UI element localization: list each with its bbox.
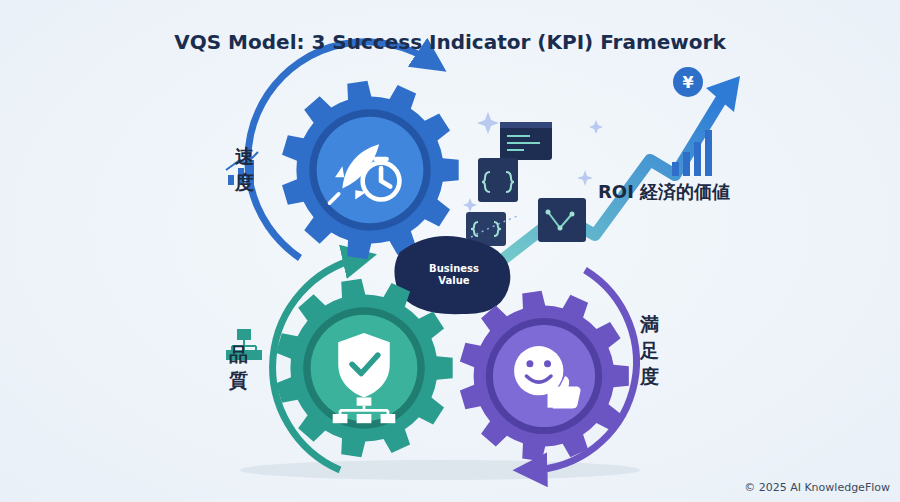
satisfaction-gear: 満足度 [456, 288, 632, 464]
roi-label: ROI 経済的価値 [598, 180, 730, 204]
shadow [240, 460, 640, 480]
value-hub: Business Value [392, 232, 516, 318]
copyright: © 2025 AI KnowledgeFlow [744, 481, 890, 494]
speed-gear: 速度 [278, 78, 462, 262]
diagram-title: VQS Model: 3 Success Indicator (KPI) Fra… [0, 30, 900, 54]
kpi-label: 品質 [229, 342, 248, 394]
yen-symbol: ¥ [682, 73, 693, 92]
gear-shape [278, 78, 462, 262]
kpi-label: 満足度 [640, 312, 659, 390]
yen-coin [673, 67, 703, 97]
gear-shape [272, 276, 456, 460]
arrowhead [706, 76, 740, 112]
quality-gear: 品質 [272, 276, 456, 460]
code-window [466, 122, 586, 246]
gear-shape [456, 288, 632, 464]
kpi-label: 速度 [235, 144, 254, 196]
hub-label: Business Value [419, 263, 489, 288]
bar-chart [672, 130, 712, 176]
sparkle [463, 112, 603, 212]
